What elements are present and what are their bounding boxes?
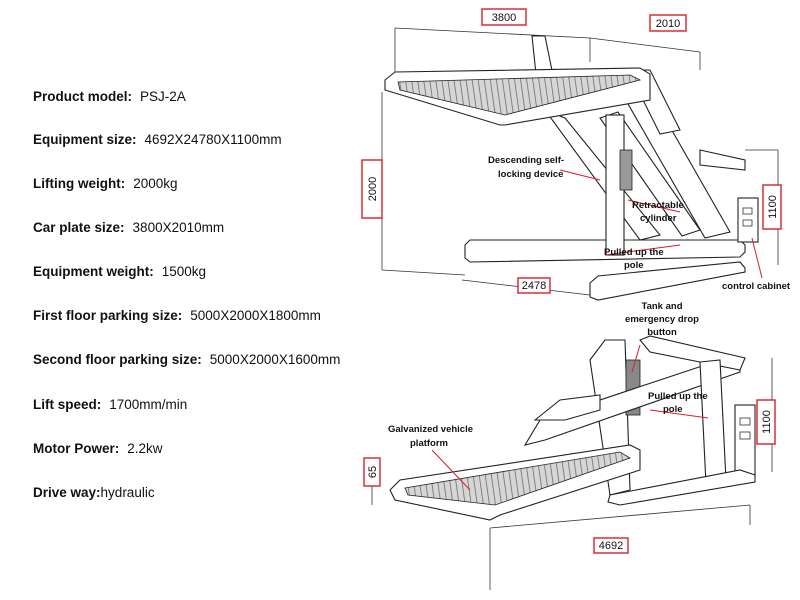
dim-pole-height-bottom: 1100 (756, 399, 776, 445)
svg-text:2000: 2000 (367, 177, 379, 201)
side-bracket (699, 149, 746, 171)
svg-text:pole: pole (624, 260, 644, 271)
svg-text:2478: 2478 (522, 280, 546, 292)
svg-text:pole: pole (663, 404, 683, 415)
svg-text:3800: 3800 (492, 12, 516, 24)
spec-second-floor-size: Second floor parking size:5000X2000X1600… (33, 352, 341, 367)
dim-pole-height-top: 1100 (762, 184, 782, 230)
svg-text:emergency drop: emergency drop (625, 314, 699, 325)
spec-equipment-weight: Equipment weight:1500kg (33, 264, 207, 279)
base-rail-front (589, 261, 746, 301)
frame-top-beam (639, 335, 746, 371)
dim-top-depth: 2010 (649, 14, 687, 32)
side-strut (533, 394, 601, 421)
svg-text:Tank and: Tank and (642, 301, 683, 312)
dim-height: 2000 (361, 159, 383, 219)
spec-list: Product model:PSJ-2A Equipment size:4692… (33, 0, 378, 600)
control-cabinet-lower (734, 404, 756, 476)
lowered-platform-plate (404, 451, 631, 506)
svg-text:Retractable: Retractable (632, 200, 684, 211)
spec-lift-speed: Lift speed:1700mm/min (33, 397, 188, 412)
spec-car-plate-size: Car plate size:3800X2010mm (33, 220, 225, 235)
svg-text:Descending self-: Descending self- (488, 155, 564, 166)
retractable-cylinder (619, 149, 633, 191)
svg-text:control cabinet: control cabinet (722, 281, 791, 292)
svg-text:4692: 4692 (599, 540, 623, 552)
svg-text:Galvanized vehicle: Galvanized vehicle (388, 424, 473, 435)
svg-text:locking device: locking device (498, 169, 563, 180)
raised-platform-plate (397, 74, 642, 116)
lowered-lift-view: 65 1100 4692 Tank and emergency drop but… (363, 301, 776, 590)
svg-text:cylinder: cylinder (640, 213, 677, 224)
svg-text:button: button (647, 327, 677, 338)
spec-drive-way: Drive way:hydraulic (33, 485, 155, 500)
svg-text:65: 65 (367, 466, 379, 478)
raised-lift-view: 3800 2010 2000 1100 2478 Descending self… (361, 8, 791, 301)
dim-base-length: 2478 (517, 277, 551, 294)
svg-text:Pulled up the: Pulled up the (604, 247, 664, 258)
spec-motor-power: Motor Power:2.2kw (33, 441, 163, 456)
svg-text:platform: platform (410, 438, 448, 449)
dim-platform-offset: 65 (363, 457, 381, 487)
spec-lifting-weight: Lifting weight:2000kg (33, 176, 178, 191)
dim-total-length: 4692 (593, 537, 629, 554)
spec-equipment-size: Equipment size:4692X24780X1100mm (33, 132, 282, 147)
base-rail-lower (607, 469, 756, 506)
spec-first-floor-size: First floor parking size:5000X2000X1800m… (33, 308, 321, 323)
svg-text:2010: 2010 (656, 18, 680, 30)
svg-text:1100: 1100 (767, 195, 779, 219)
svg-text:Pulled up the: Pulled up the (648, 391, 708, 402)
spec-product-model: Product model:PSJ-2A (33, 89, 186, 104)
dim-top-width: 3800 (481, 8, 527, 26)
svg-text:1100: 1100 (761, 410, 773, 434)
